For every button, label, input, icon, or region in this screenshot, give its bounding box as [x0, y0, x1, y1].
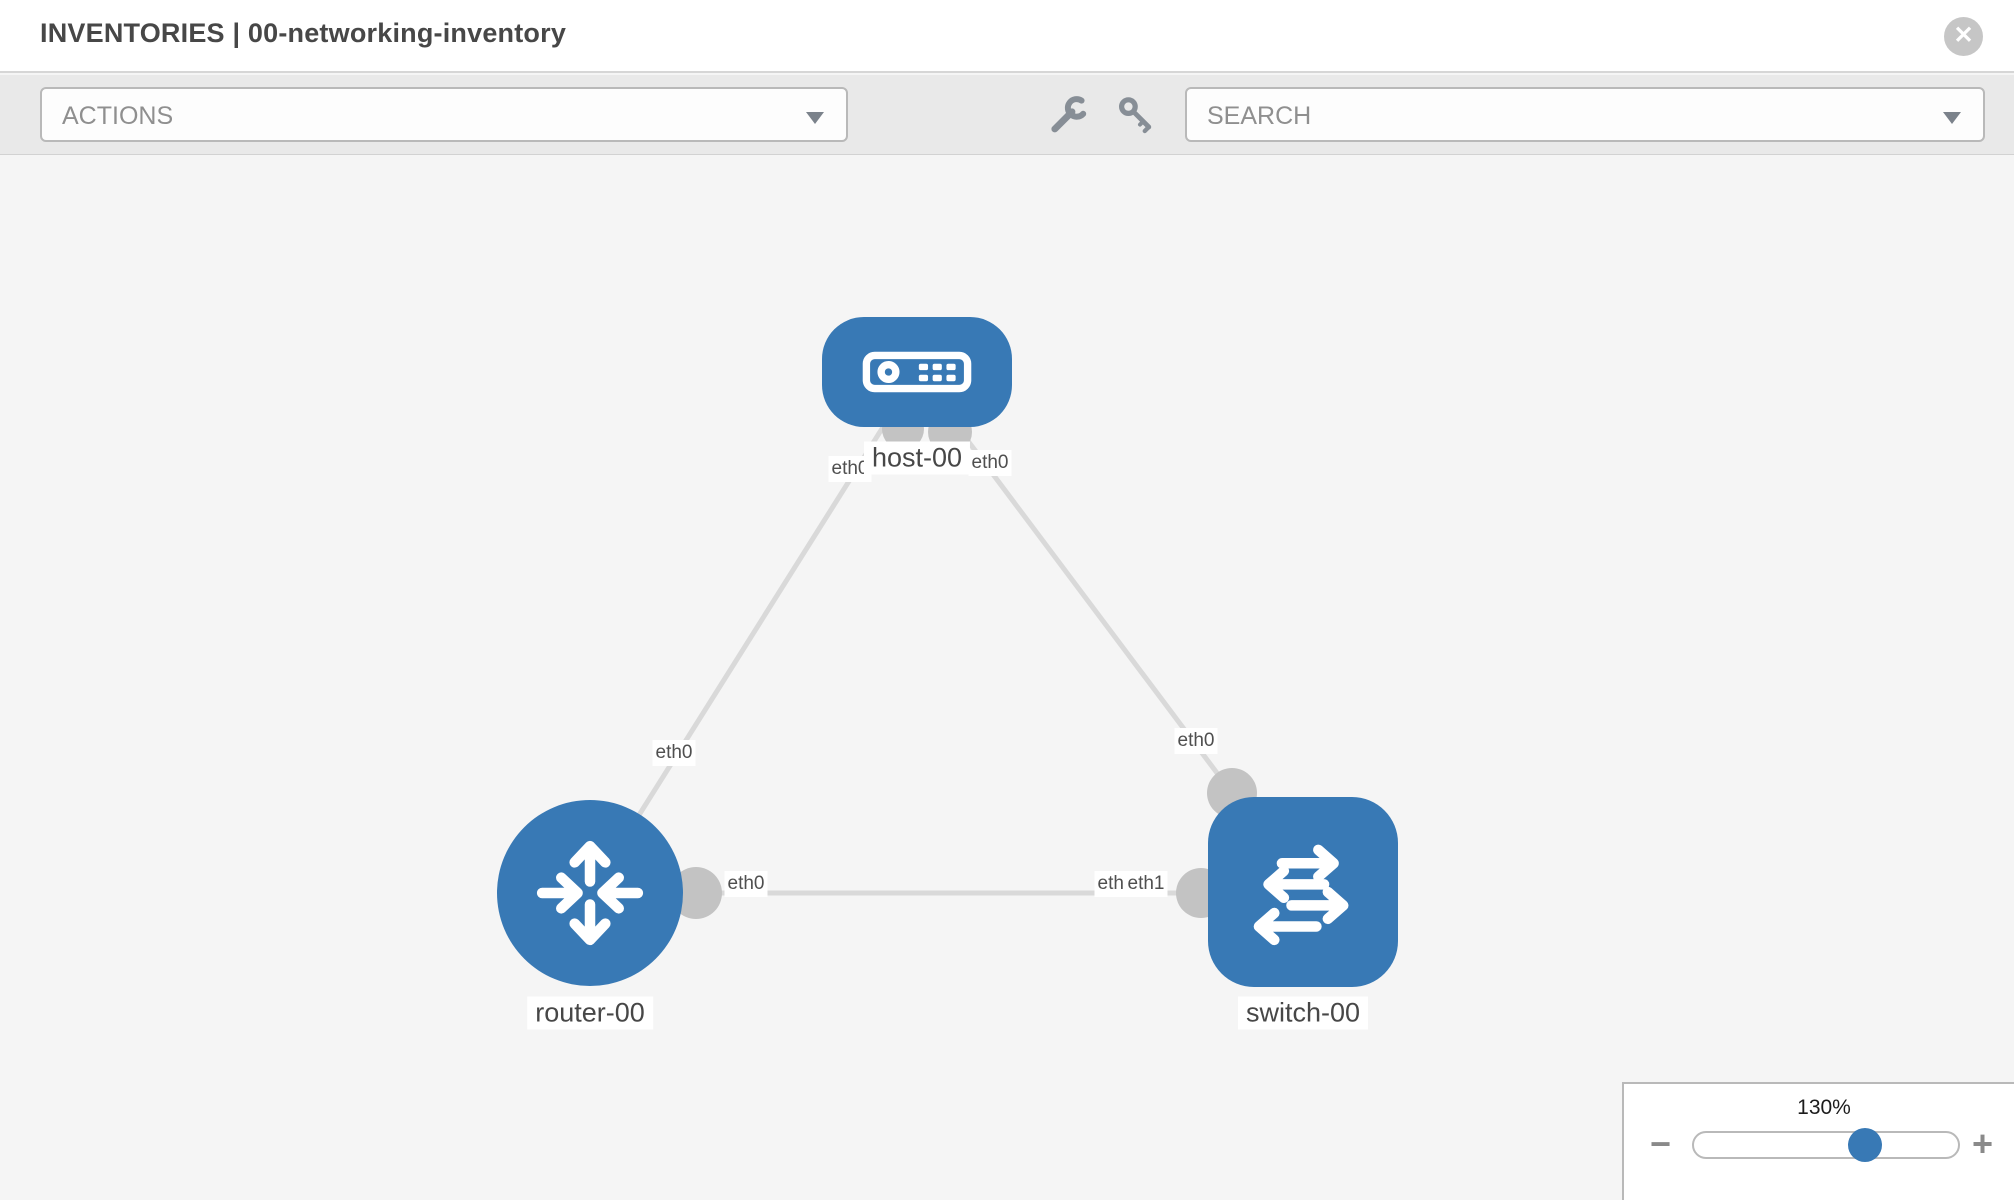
- node-label-switch: switch-00: [1237, 996, 1369, 1030]
- actions-dropdown-label: ACTIONS: [62, 102, 174, 130]
- toolbar: ACTIONS SEARCH: [0, 75, 2014, 155]
- iface-label-host-eth0-right: eth0: [968, 450, 1012, 476]
- node-label-router: router-00: [527, 996, 653, 1030]
- switch-icon: [1253, 844, 1349, 946]
- iface-label-router-top-eth0: eth0: [652, 740, 696, 766]
- node-host-00[interactable]: [822, 317, 1012, 427]
- node-label-host: host-00: [863, 441, 971, 475]
- actions-dropdown[interactable]: ACTIONS: [40, 87, 848, 142]
- router-icon: [536, 840, 644, 946]
- zoom-out-minus-icon[interactable]: −: [1650, 1123, 1672, 1164]
- zoom-slider-thumb[interactable]: [1848, 1128, 1882, 1162]
- topology-canvas[interactable]: host-00 router-00 switch-00 eth0 eth0 et…: [0, 156, 2014, 1200]
- host-icon: [862, 351, 972, 393]
- topology-links-layer: [587, 371, 1257, 919]
- window-header: INVENTORIES | 00-networking-inventory ✕: [0, 0, 2014, 73]
- iface-label-switch-top-eth0: eth0: [1174, 728, 1218, 754]
- key-icon[interactable]: [1116, 95, 1156, 135]
- zoom-level-value: 130%: [1797, 1096, 1851, 1119]
- iface-label-router-right-eth0: eth0: [724, 871, 768, 897]
- zoom-control-panel: 130% − +: [1622, 1082, 2014, 1200]
- page-title: INVENTORIES | 00-networking-inventory: [40, 18, 567, 48]
- node-router-00[interactable]: [497, 800, 683, 986]
- wrench-icon[interactable]: [1048, 95, 1088, 135]
- node-switch-00[interactable]: [1208, 797, 1398, 987]
- search-dropdown[interactable]: SEARCH: [1185, 87, 1985, 142]
- search-dropdown-label: SEARCH: [1207, 102, 1312, 130]
- interface-connector: [670, 867, 722, 919]
- zoom-in-plus-icon[interactable]: +: [1972, 1123, 1994, 1164]
- zoom-slider-track[interactable]: [1692, 1131, 1960, 1159]
- chevron-down-icon: [806, 112, 824, 124]
- iface-label-switch-left-eth1: eth1: [1124, 871, 1168, 897]
- close-icon[interactable]: ✕: [1944, 17, 1983, 56]
- chevron-down-icon: [1943, 112, 1961, 124]
